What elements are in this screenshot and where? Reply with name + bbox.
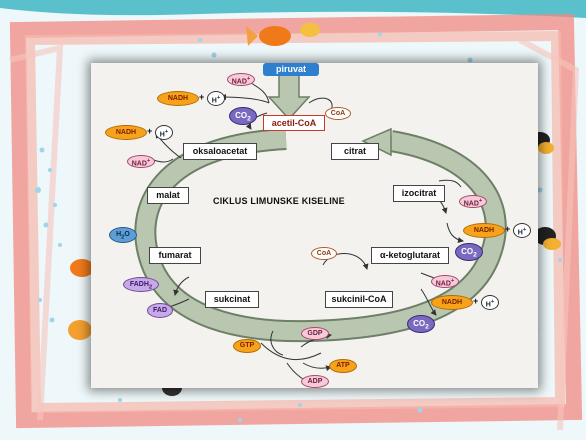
oxaloacetate-box: oksaloacetat	[183, 143, 257, 160]
plus-sign: +	[505, 224, 511, 234]
h-plus-oval: H+	[481, 295, 499, 310]
diagram-panel: CIKLUS LIMUNSKE KISELINE piruvat acetil-…	[91, 63, 538, 388]
goldfish-icon	[534, 227, 561, 250]
h-plus-oval: H+	[513, 223, 531, 238]
citrate-box: citrat	[331, 143, 379, 160]
nadh-oval: NADH	[431, 295, 473, 310]
nad-oval: NAD+	[227, 73, 255, 86]
nad-oval: NAD+	[127, 155, 155, 168]
fumarate-box: fumarat	[149, 247, 201, 264]
coa-oval: CoA	[325, 107, 351, 120]
nadh-oval: NADH	[105, 125, 147, 140]
co2-oval: CO2	[229, 107, 257, 125]
gdp-oval: GDP	[301, 327, 329, 340]
gtp-oval: GTP	[233, 339, 261, 353]
isocitrate-box: izocitrat	[393, 185, 445, 202]
plus-sign: +	[473, 296, 479, 306]
water-oval: H2O	[109, 227, 137, 243]
alpha-ketoglutarate-box: α-ketoglutarat	[371, 247, 449, 264]
plus-sign: +	[147, 126, 153, 136]
fad-oval: FAD	[147, 303, 173, 318]
h-plus-oval: H+	[155, 125, 173, 140]
coa-oval: CoA	[311, 247, 337, 260]
nadh-oval: NADH	[463, 223, 505, 238]
plus-sign: +	[199, 92, 205, 102]
co2-oval: CO2	[455, 243, 483, 261]
nadh-oval: NADH	[157, 91, 199, 106]
adp-oval: ADP	[301, 375, 329, 388]
acetyl-coa-label: acetil-CoA	[263, 115, 325, 131]
co2-oval: CO2	[407, 315, 435, 333]
goldfish-icon	[246, 23, 320, 46]
nad-oval: NAD+	[431, 275, 459, 288]
atp-oval: ATP	[329, 359, 357, 373]
malate-box: malat	[147, 187, 189, 204]
h-plus-oval: H+	[207, 91, 225, 106]
succinyl-coa-box: sukcinil-CoA	[325, 291, 393, 308]
succinate-box: sukcinat	[205, 291, 259, 308]
nad-oval: NAD+	[459, 195, 487, 208]
diagram-title: CIKLUS LIMUNSKE KISELINE	[213, 196, 345, 206]
piruvat-label: piruvat	[263, 63, 319, 76]
fadh2-oval: FADH2	[123, 277, 159, 292]
entry-arrow	[267, 74, 311, 121]
